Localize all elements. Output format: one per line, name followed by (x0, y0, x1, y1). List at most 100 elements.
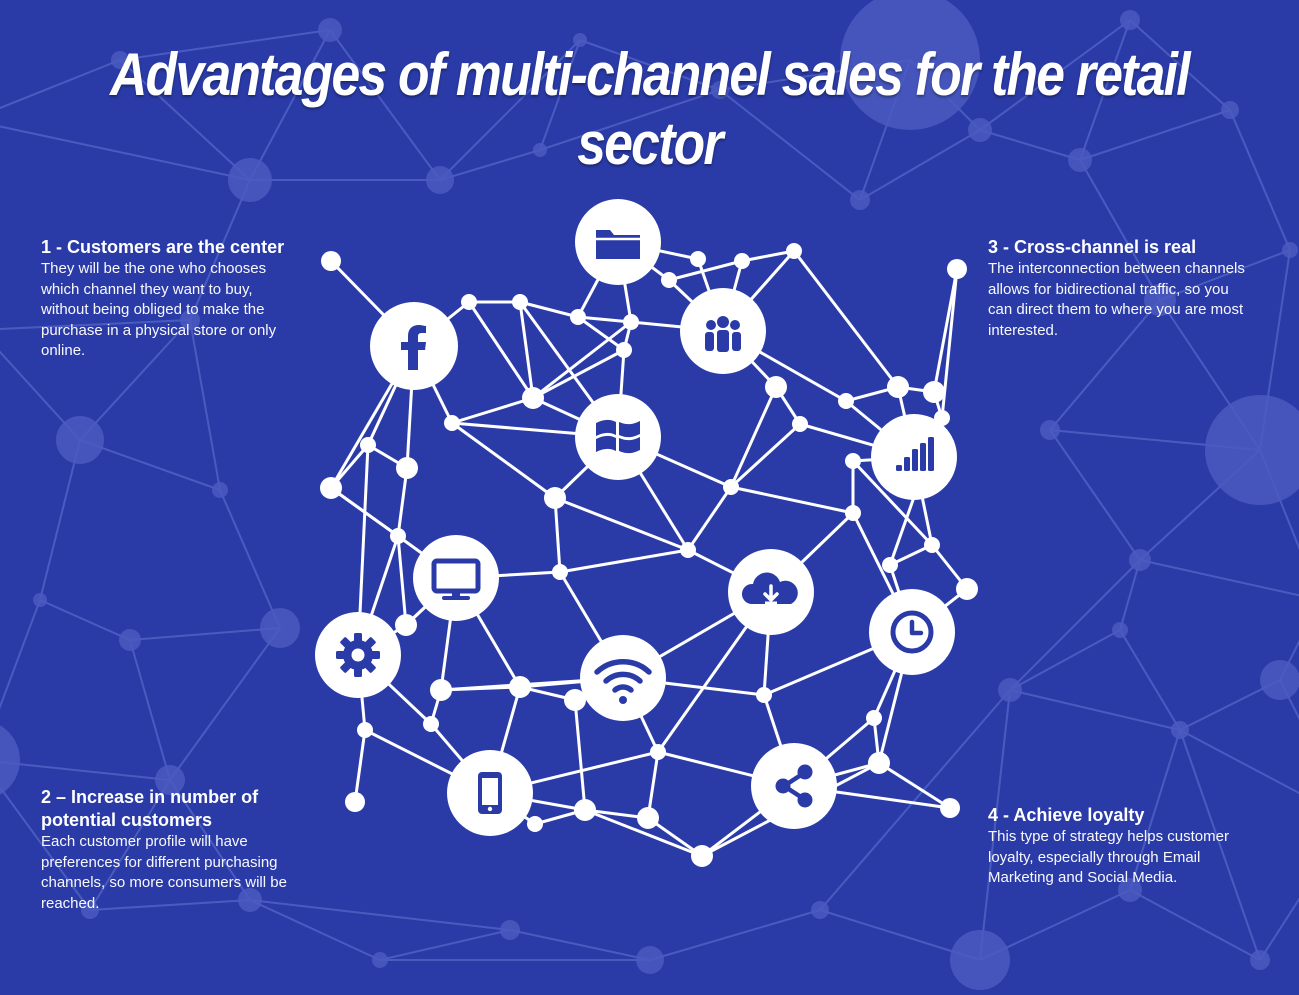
background-node (1068, 148, 1092, 172)
advantage-2-line: Each customer profile will have (41, 833, 248, 850)
folder-icon (596, 230, 640, 259)
endpoint-node (321, 251, 341, 271)
background-link (819, 689, 1011, 911)
network-link (451, 396, 534, 425)
network-link (353, 729, 367, 803)
advantage-2-heading: potential customers (41, 810, 213, 830)
background-link (439, 149, 541, 181)
network-node (934, 410, 950, 426)
background-link (1079, 19, 1131, 161)
background-link (859, 129, 981, 201)
network-node (360, 437, 376, 453)
advantage-1-line: online. (41, 342, 86, 359)
advantage-2: 2 – Increase in number of potential cust… (41, 786, 321, 914)
channel-node (575, 394, 661, 480)
background-link (1179, 729, 1299, 795)
advantage-4: 4 - Achieve loyalty This type of strateg… (988, 804, 1268, 889)
network-node (616, 342, 632, 358)
background-link (979, 19, 1131, 131)
background-node (1171, 721, 1189, 739)
wifi-icon (594, 658, 652, 704)
background-link (1079, 109, 1231, 161)
network-node (845, 505, 861, 521)
background-link (39, 439, 81, 601)
network-link (668, 259, 743, 282)
network-node (845, 453, 861, 469)
background-node (811, 901, 829, 919)
background-link (979, 689, 1011, 961)
background-link (0, 599, 41, 710)
background-link (0, 785, 91, 911)
background-link (379, 929, 511, 961)
network-link (729, 422, 802, 489)
advantage-1: 1 - Customers are the center They will b… (41, 236, 321, 362)
advantage-3: 3 - Cross-channel is real The interconne… (988, 236, 1283, 341)
network-node (887, 376, 909, 398)
background-node (950, 930, 1010, 990)
background-link (189, 319, 221, 491)
background-link (1049, 299, 1161, 431)
background-link (0, 350, 81, 441)
network-node (756, 687, 772, 703)
network-node (923, 381, 945, 403)
network-node (574, 799, 596, 821)
background-node (1112, 622, 1128, 638)
advantage-2-line: preferences for different purchasing (41, 853, 278, 871)
network-node (430, 679, 452, 701)
background-node (1221, 101, 1239, 119)
background-link (1129, 889, 1261, 961)
network-link (729, 386, 778, 488)
advantage-4-line: This type of strategy helps customer (988, 828, 1229, 845)
network-node (509, 676, 531, 698)
network-node (765, 376, 787, 398)
network-node (570, 309, 586, 325)
network-link (851, 459, 934, 547)
background-link (539, 39, 581, 151)
background-link (1259, 897, 1299, 961)
network-node (734, 253, 750, 269)
network-link (330, 486, 399, 538)
cloud-download-icon (741, 572, 798, 605)
advantage-1-line: which channel they want to buy, (41, 280, 253, 298)
background-node (1205, 395, 1299, 505)
background-node (260, 608, 300, 648)
advantage-2-line: reached. (41, 894, 100, 912)
network-link (577, 315, 632, 324)
background-node (1040, 420, 1060, 440)
network-link (451, 421, 556, 500)
network-link (467, 301, 535, 399)
network-link (573, 699, 587, 811)
advantage-3-line: allows for bidirectional traffic, so you (988, 280, 1229, 298)
background-link (509, 929, 651, 961)
background-node (1144, 284, 1176, 316)
background-link (1049, 429, 1141, 561)
background-node (1282, 242, 1298, 258)
background-link (89, 899, 251, 911)
background-link (119, 29, 331, 61)
network-node (650, 744, 666, 760)
background-node (533, 143, 547, 157)
network-node (661, 272, 677, 288)
background-node (1118, 878, 1142, 902)
network-node (866, 710, 882, 726)
network-node (786, 243, 802, 259)
background-node (238, 888, 262, 912)
background-link (119, 59, 251, 181)
background-node (500, 920, 520, 940)
background-node (1129, 549, 1151, 571)
endpoint-node (345, 792, 365, 812)
background-link (189, 179, 251, 321)
network-node (723, 479, 739, 495)
network-link (396, 535, 408, 626)
background-node (636, 946, 664, 974)
background-node (1120, 10, 1140, 30)
advantage-1-line: without being obliged to make the (41, 301, 265, 318)
network-link (559, 548, 689, 574)
background-node (968, 118, 992, 142)
background-link (0, 59, 121, 110)
background-node (1250, 950, 1270, 970)
network-link (792, 250, 900, 388)
background-node (33, 593, 47, 607)
